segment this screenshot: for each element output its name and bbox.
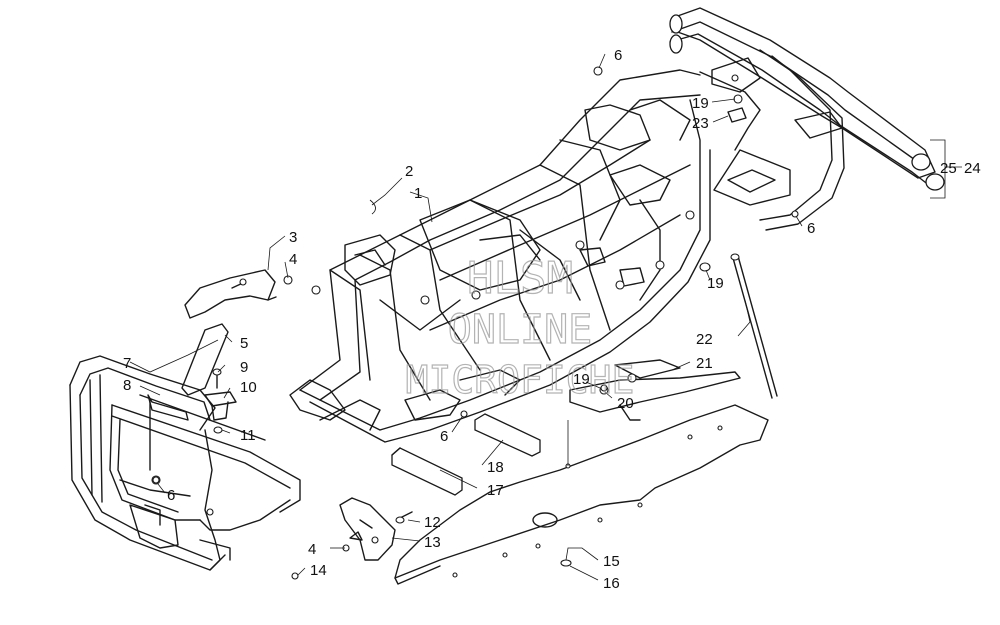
brace-12-13 xyxy=(339,497,413,561)
callout-box-24-25 xyxy=(930,139,962,199)
watermark: HLSM ONLINE MICROFICHE xyxy=(405,252,635,402)
callout-2: 2 xyxy=(405,163,413,180)
callout-10: 10 xyxy=(240,379,257,396)
callout-25: 25 xyxy=(940,160,957,177)
callout-22: 22 xyxy=(696,331,713,348)
watermark-line-3: MICROFICHE xyxy=(406,358,635,402)
callout-9: 9 xyxy=(240,359,248,376)
callout-23: 23 xyxy=(692,115,709,132)
callout-4-bottom: 4 xyxy=(308,541,316,558)
callouts: 1 2 3 4 4 5 6 6 6 6 7 8 9 10 11 12 13 14… xyxy=(123,47,981,592)
callout-1: 1 xyxy=(414,185,422,202)
rod-22 xyxy=(730,253,778,399)
callout-15: 15 xyxy=(603,553,620,570)
watermark-line-1: HLSM xyxy=(467,253,573,304)
callout-17: 17 xyxy=(487,482,504,499)
callout-8: 8 xyxy=(123,377,131,394)
callout-24: 24 xyxy=(964,160,981,177)
callout-18: 18 xyxy=(487,459,504,476)
bumper-bracket xyxy=(184,269,293,319)
callout-12: 12 xyxy=(424,514,441,531)
callout-20: 20 xyxy=(617,395,634,412)
skid-pan xyxy=(394,404,769,585)
callout-13: 13 xyxy=(424,534,441,551)
watermark-line-2: ONLINE xyxy=(448,307,593,353)
callout-11: 11 xyxy=(240,427,256,444)
callout-6-top: 6 xyxy=(614,47,622,64)
callout-14: 14 xyxy=(310,562,327,579)
front-bumper xyxy=(69,355,301,571)
callout-21: 21 xyxy=(696,355,713,372)
callout-6-right: 6 xyxy=(807,220,815,237)
callout-4-top: 4 xyxy=(289,251,297,268)
callout-6-center: 6 xyxy=(440,428,448,445)
callout-19-center: 19 xyxy=(573,371,590,388)
main-frame xyxy=(289,69,711,443)
rear-rack xyxy=(669,7,945,231)
callout-3: 3 xyxy=(289,229,297,246)
callout-7: 7 xyxy=(123,355,131,372)
footrest-bracket xyxy=(569,359,741,421)
callout-16: 16 xyxy=(603,575,620,592)
callout-19-right: 19 xyxy=(707,275,724,292)
callout-6-bumper: 6 xyxy=(167,487,175,504)
callout-5: 5 xyxy=(240,335,248,352)
callout-19-top: 19 xyxy=(692,95,709,112)
skid-plates xyxy=(391,413,541,496)
leader-lines xyxy=(129,53,803,581)
bracket-5 xyxy=(181,323,229,396)
fasteners xyxy=(152,66,799,580)
